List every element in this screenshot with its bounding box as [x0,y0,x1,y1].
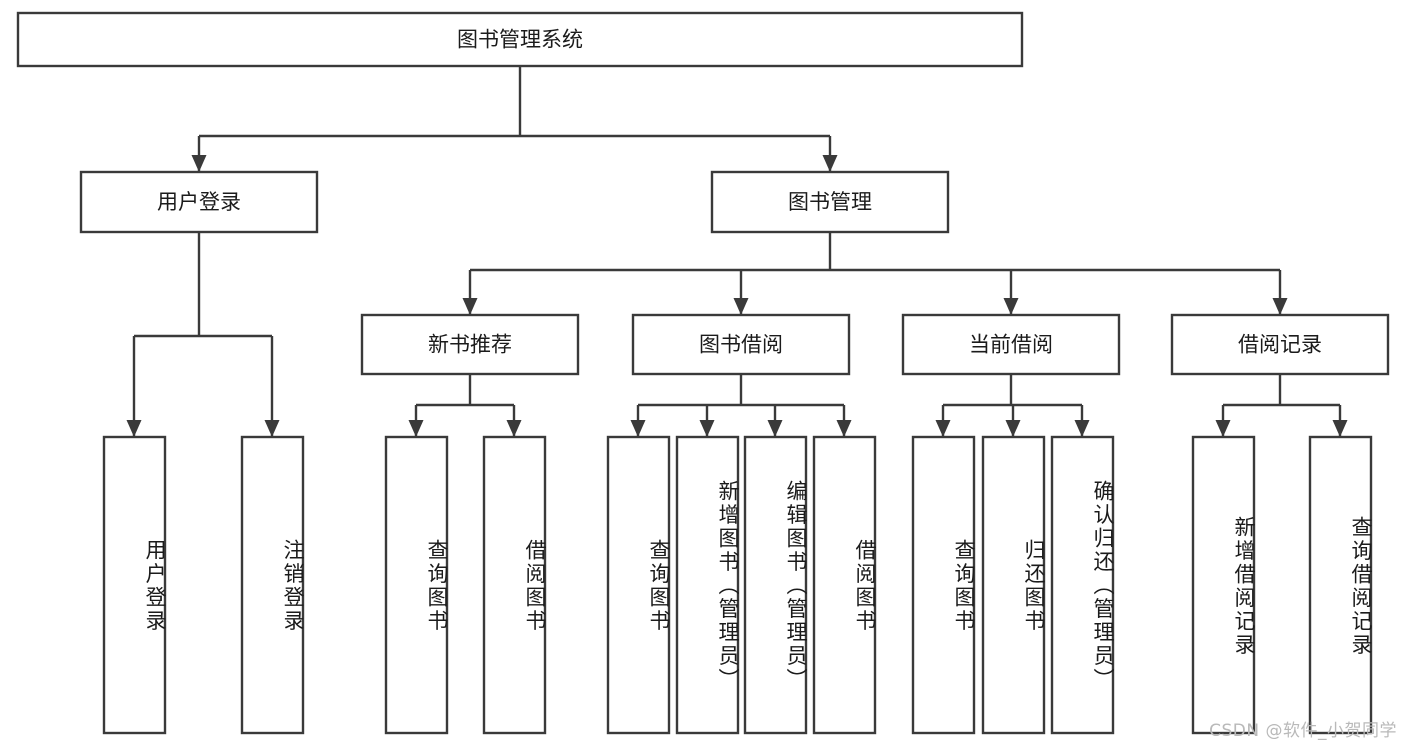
node-label-borrow-records: 借阅记录 [1238,333,1322,357]
watermark-text: CSDN @软件_小贺同学 [1209,721,1397,741]
node-box-leaf-user-login[interactable] [102,435,167,735]
node-box-leaf-borrow-book[interactable] [812,435,877,735]
arrow-head-icon [1215,420,1231,437]
node-box-root[interactable] [16,11,1024,68]
arrow-head-icon [1332,420,1348,437]
node-box-book-management[interactable] [710,170,950,234]
node-label-current-borrow: 当前借阅 [969,333,1053,357]
arrow-head-icon [264,420,280,437]
arrow-head-icon [836,420,852,437]
node-box-leaf-query-book-recommend[interactable] [384,435,449,735]
arrow-head-icon [767,420,783,437]
arrow-head-icon [191,155,207,172]
node-label-user-login: 用户登录 [157,190,241,214]
arrow-head-icon [733,298,749,315]
node-box-leaf-return-book[interactable] [981,435,1046,735]
node-box-borrow-records[interactable] [1170,313,1390,376]
node-box-book-borrow[interactable] [631,313,851,376]
node-box-current-borrow[interactable] [901,313,1121,376]
node-box-new-book-recommend[interactable] [360,313,580,376]
arrow-head-icon [699,420,715,437]
arrow-head-icon [935,420,951,437]
node-box-leaf-query-book-current[interactable] [911,435,976,735]
node-box-user-login[interactable] [79,170,319,234]
node-box-leaf-edit-book-admin[interactable] [743,435,808,735]
node-label-root: 图书管理系统 [457,28,583,52]
node-box-leaf-query-borrow-record[interactable] [1308,435,1373,735]
node-box-leaf-query-book-borrow[interactable] [606,435,671,735]
arrow-head-icon [462,298,478,315]
node-label-new-book-recommend: 新书推荐 [428,333,512,357]
arrow-head-icon [1272,298,1288,315]
node-box-leaf-confirm-return-admin[interactable] [1050,435,1115,735]
arrow-head-icon [506,420,522,437]
arrow-head-icon [822,155,838,172]
node-box-leaf-add-borrow-record[interactable] [1191,435,1256,735]
node-box-leaf-add-book-admin[interactable] [675,435,740,735]
arrow-head-icon [1003,298,1019,315]
arrow-head-icon [126,420,142,437]
arrow-head-icon [408,420,424,437]
node-box-leaf-borrow-book-recommend[interactable] [482,435,547,735]
node-label-book-borrow: 图书借阅 [699,333,783,357]
arrow-head-icon [1074,420,1090,437]
node-label-book-management: 图书管理 [788,190,872,214]
arrow-head-icon [630,420,646,437]
node-box-leaf-logout-login[interactable] [240,435,305,735]
arrow-head-icon [1005,420,1021,437]
